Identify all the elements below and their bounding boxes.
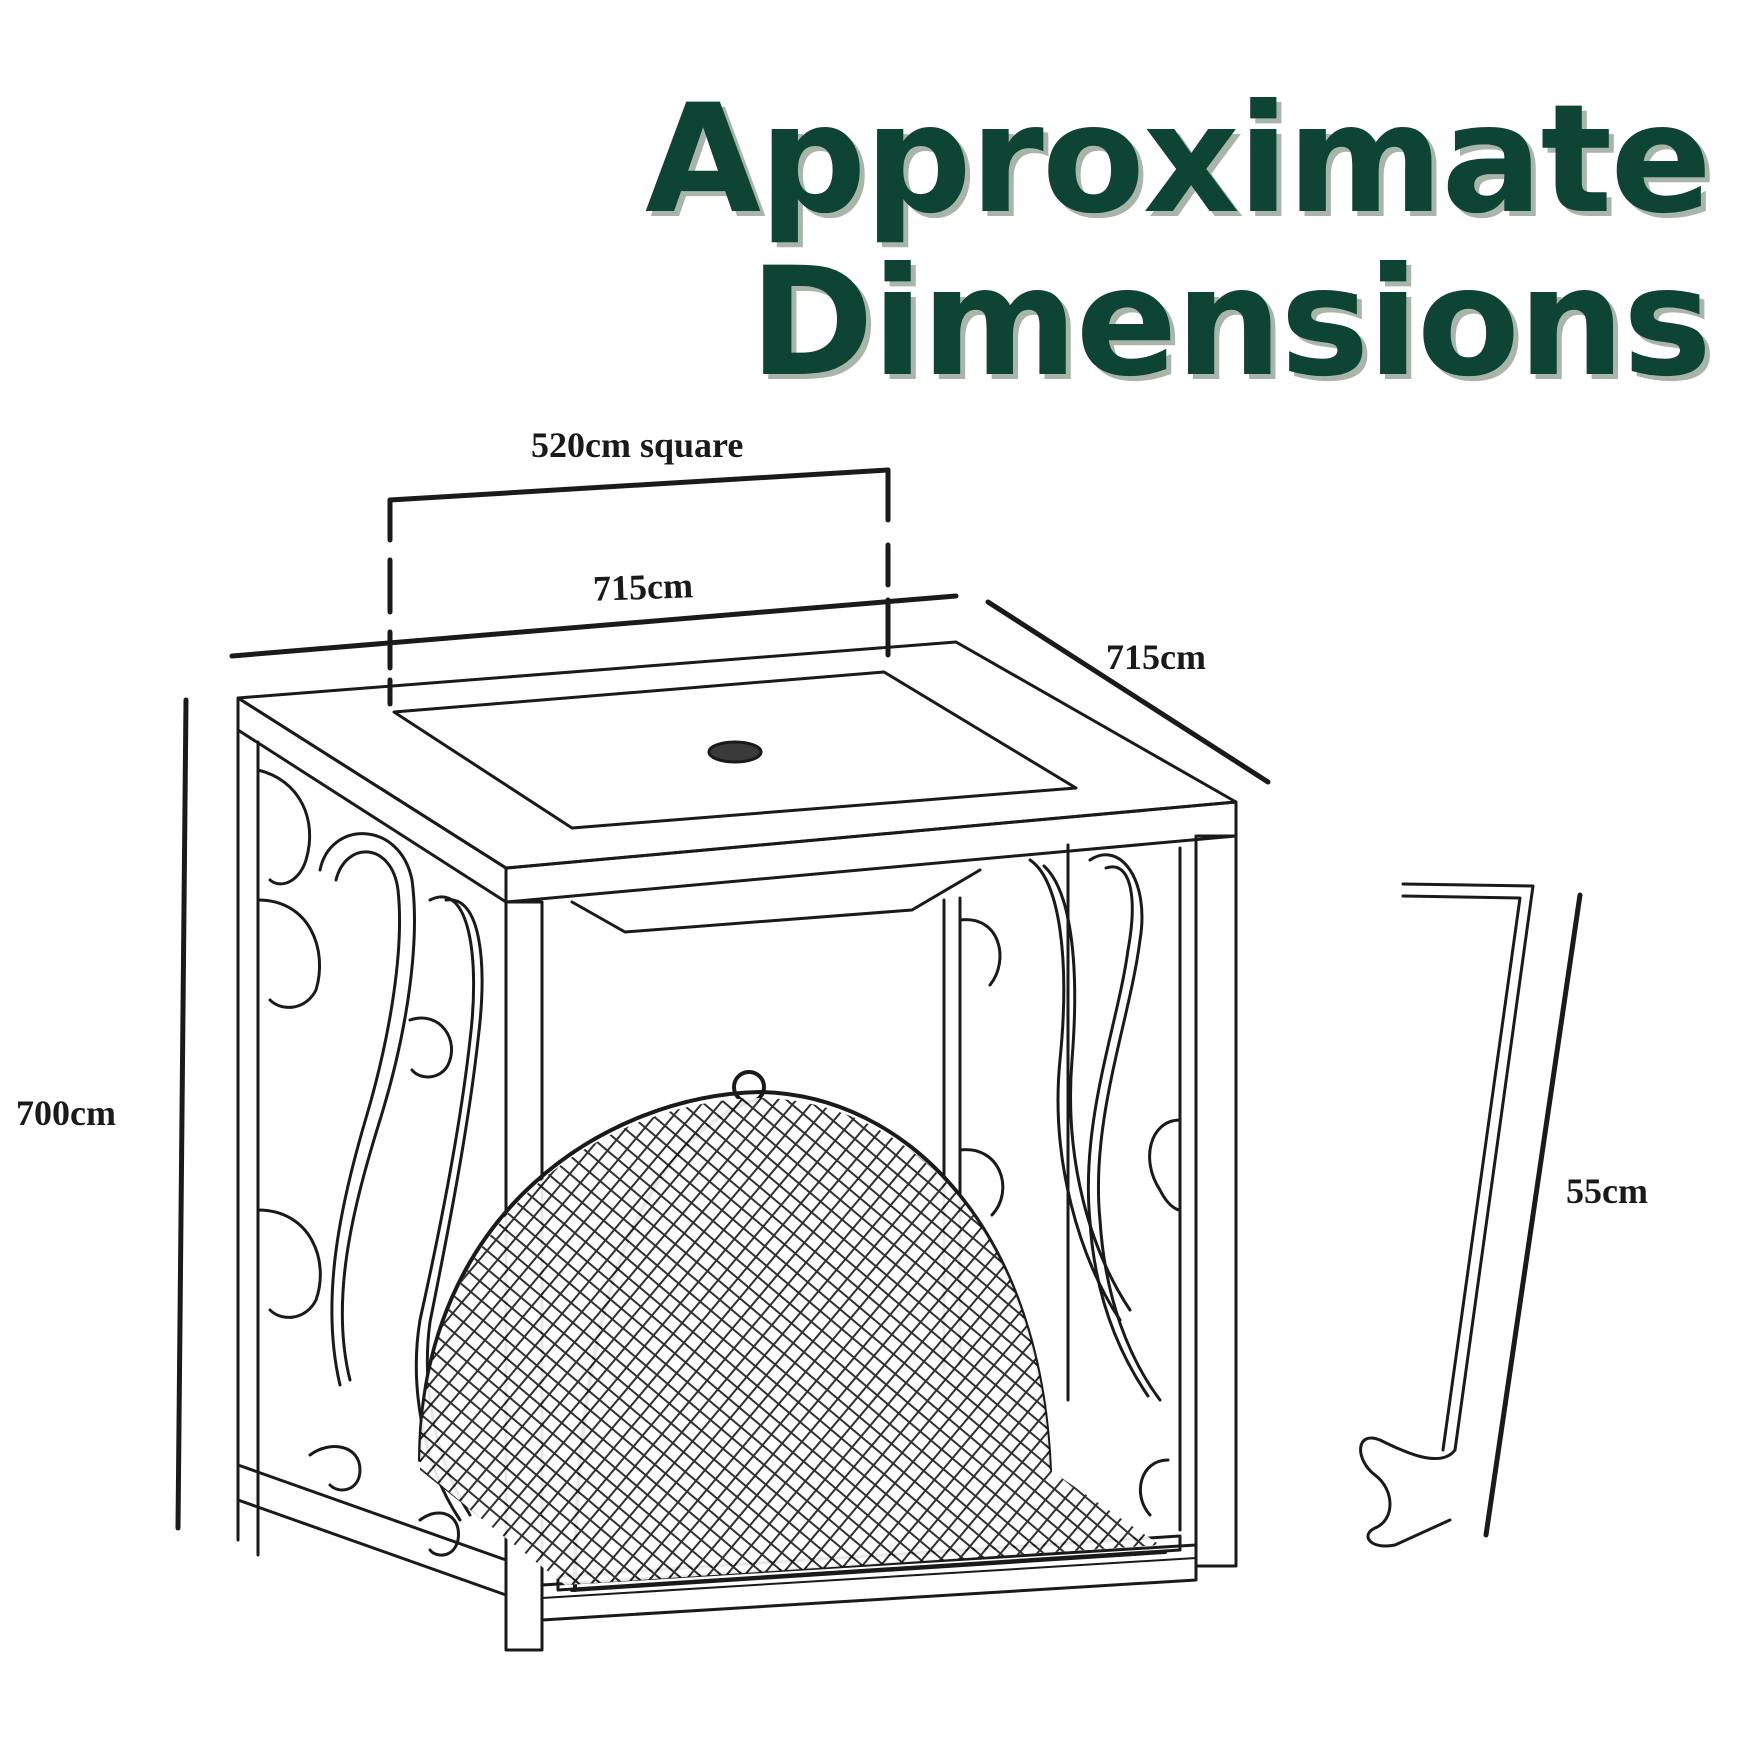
inner-square-label: 520cm square (531, 425, 744, 465)
height-label: 700cm (16, 1093, 116, 1133)
title-line-2: Dimensions (749, 236, 1712, 410)
depth-label: 715cm (1106, 637, 1206, 677)
width-label: 715cm (592, 565, 694, 609)
poker-dimension-line (1483, 892, 1583, 1538)
dome-mesh (420, 1098, 1160, 1585)
umbrella-hole (707, 740, 763, 764)
depth-dimension-line (985, 599, 1271, 785)
title-line-1: Approximate (645, 73, 1712, 247)
height-dimension-line (175, 697, 189, 1531)
width-dimension-line (229, 593, 959, 659)
poker-length-label: 55cm (1566, 1171, 1648, 1211)
poker-tool (1359, 882, 1535, 1548)
dome-handle (732, 1070, 766, 1104)
